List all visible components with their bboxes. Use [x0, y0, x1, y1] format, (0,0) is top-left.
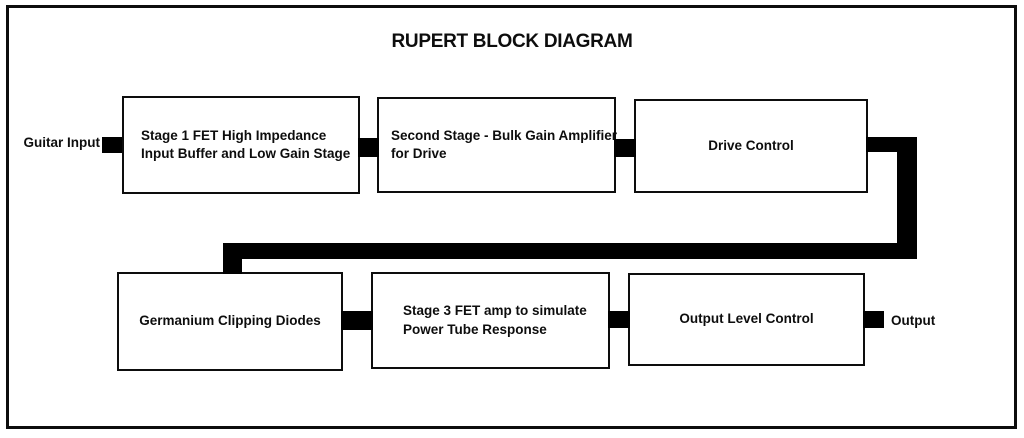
connector-stage1-to-stage2 [358, 138, 379, 157]
connector-drop-into-germanium-segment [223, 243, 242, 274]
diagram-border [6, 5, 1017, 429]
connector-germanium-to-stage3 [341, 311, 373, 330]
connector-stage2-to-drive-control [614, 139, 636, 157]
block-stage3-power-tube: Stage 3 FET amp to simulate Power Tube R… [371, 272, 610, 369]
block-stage1-input-buffer: Stage 1 FET High Impedance Input Buffer … [122, 96, 360, 194]
output-label: Output [891, 313, 936, 328]
connector-right-vertical-segment [897, 137, 917, 259]
block-label-line: Input Buffer and Low Gain Stage [141, 146, 351, 161]
block-label-line: Second Stage - Bulk Gain Amplifier [391, 127, 618, 143]
block-label-line: Power Tube Response [403, 321, 547, 337]
block-label-line: Output Level Control [679, 311, 814, 327]
guitar-input-label: Guitar Input [23, 135, 101, 150]
connector-output-level-to-output [863, 311, 884, 328]
block-second-stage-gain: Second Stage - Bulk Gain Amplifier for D… [377, 97, 618, 193]
block-label-line: Drive Control [708, 137, 794, 153]
block-drive-control: Drive Control [634, 99, 868, 193]
diagram-title: RUPERT BLOCK DIAGRAM [391, 31, 633, 52]
connector-guitar-input-to-stage1 [102, 137, 122, 153]
block-label-line: Stage 1 FET High Impedance [141, 127, 327, 143]
block-label-line: Stage 3 FET amp to simulate [403, 303, 587, 318]
block-germanium-clipping-diodes: Germanium Clipping Diodes [117, 272, 343, 371]
connector-stage3-to-output-level [608, 311, 630, 328]
connector-return-horizontal-segment [223, 243, 917, 259]
block-label-line: Germanium Clipping Diodes [139, 313, 321, 329]
block-label-line: for Drive [391, 146, 447, 161]
block-output-level-control: Output Level Control [628, 273, 865, 366]
